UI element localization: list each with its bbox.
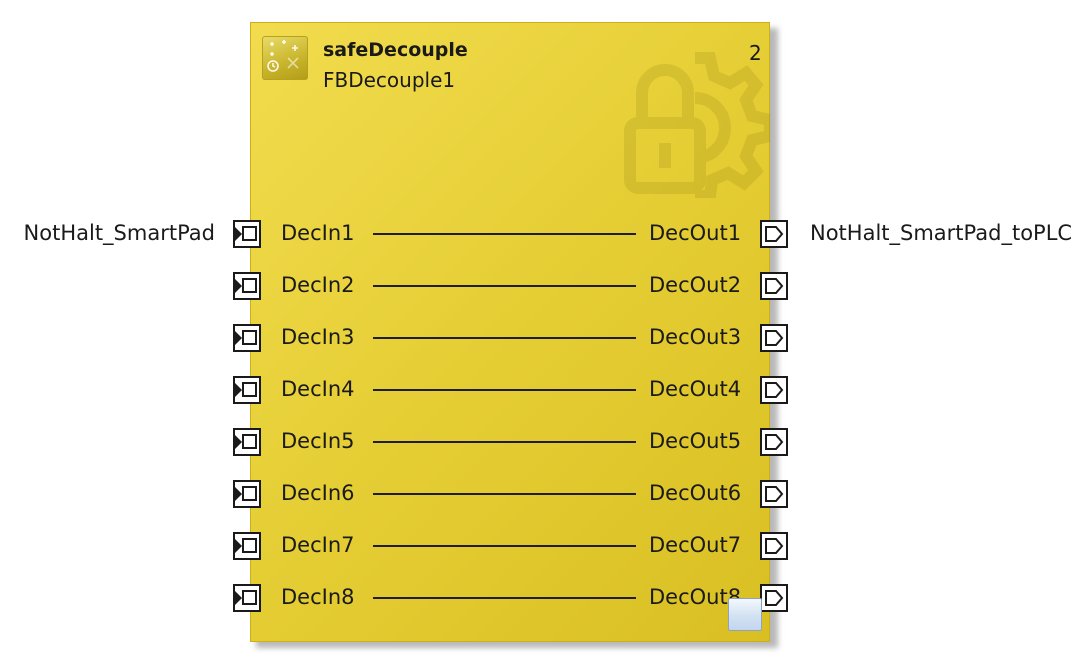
block-type-name: safeDecouple (323, 39, 468, 61)
decouple-connection-line-4 (373, 389, 636, 391)
input-pin-label-1: DecIn1 (281, 221, 355, 245)
input-pin-connector-5[interactable] (233, 428, 261, 456)
input-pin-connector-7[interactable] (233, 532, 261, 560)
input-pin-label-7: DecIn7 (281, 533, 355, 557)
output-pin-connector-4[interactable] (760, 376, 788, 404)
output-pin-label-5: DecOut5 (649, 429, 742, 453)
input-pin-connector-8[interactable] (233, 584, 261, 612)
function-block[interactable] (250, 22, 770, 642)
output-pin-label-1: DecOut1 (649, 221, 742, 245)
execution-number: 2 (749, 41, 762, 65)
input-pin-label-4: DecIn4 (281, 377, 355, 401)
output-pin-connector-7[interactable] (760, 532, 788, 560)
output-pin-label-4: DecOut4 (649, 377, 742, 401)
output-pin-label-8: DecOut8 (649, 585, 742, 609)
resize-handle[interactable] (728, 598, 762, 631)
input-pin-connector-4[interactable] (233, 376, 261, 404)
output-pin-connector-8[interactable] (760, 584, 788, 612)
input-pin-connector-6[interactable] (233, 480, 261, 508)
lock-gear-icon (624, 52, 770, 198)
output-pin-label-3: DecOut3 (649, 325, 742, 349)
input-pin-label-6: DecIn6 (281, 481, 355, 505)
input-pin-connector-3[interactable] (233, 324, 261, 352)
input-pin-label-8: DecIn8 (281, 585, 355, 609)
decouple-connection-line-6 (373, 493, 636, 495)
decouple-connection-line-2 (373, 285, 636, 287)
output-pin-connector-1[interactable] (760, 220, 788, 248)
output-pin-connector-2[interactable] (760, 272, 788, 300)
input-pin-label-5: DecIn5 (281, 429, 355, 453)
block-instance-name[interactable]: FBDecouple1 (323, 68, 456, 92)
output-pin-connector-5[interactable] (760, 428, 788, 456)
safety-block-icon (262, 36, 308, 80)
output-pin-connector-3[interactable] (760, 324, 788, 352)
output-pin-label-2: DecOut2 (649, 273, 742, 297)
external-output-signal[interactable]: NotHalt_SmartPad_toPLC (810, 221, 1073, 245)
external-input-signal[interactable]: NotHalt_SmartPad (23, 221, 215, 245)
input-pin-connector-2[interactable] (233, 272, 261, 300)
decouple-connection-line-7 (373, 545, 636, 547)
decouple-connection-line-1 (373, 233, 636, 235)
output-pin-label-6: DecOut6 (649, 481, 742, 505)
input-pin-label-2: DecIn2 (281, 273, 355, 297)
input-pin-connector-1[interactable] (233, 220, 261, 248)
output-pin-connector-6[interactable] (760, 480, 788, 508)
decouple-connection-line-3 (373, 337, 636, 339)
decouple-connection-line-5 (373, 441, 636, 443)
output-pin-label-7: DecOut7 (649, 533, 742, 557)
decouple-connection-line-8 (373, 597, 636, 599)
input-pin-label-3: DecIn3 (281, 325, 355, 349)
